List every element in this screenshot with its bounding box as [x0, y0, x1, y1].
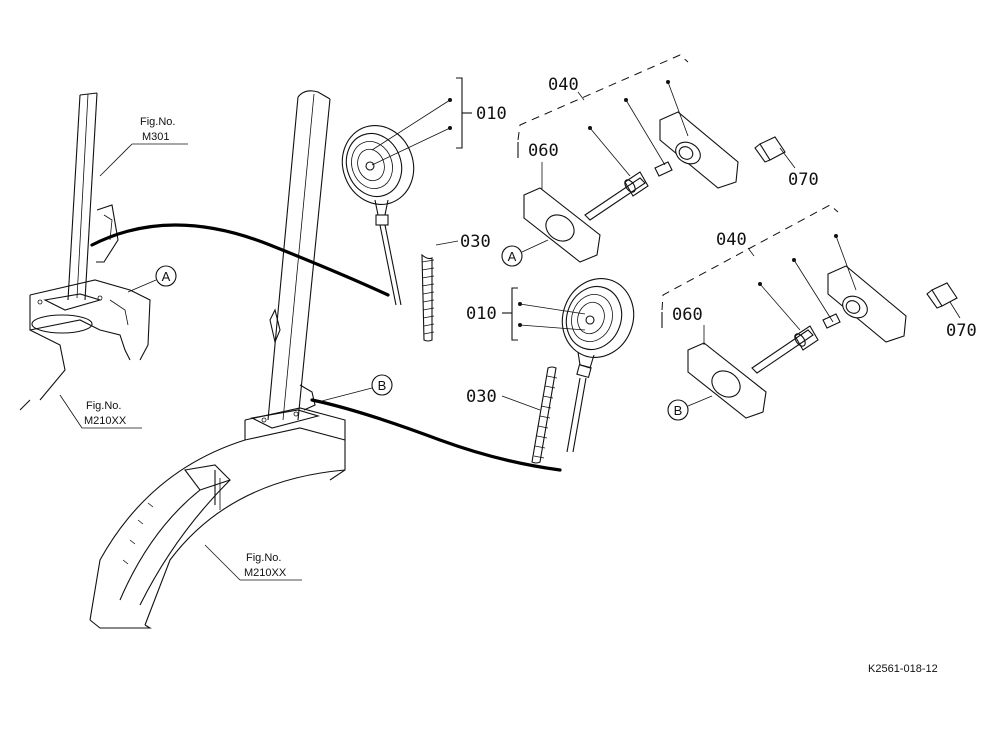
part-label-010-lower: 010: [466, 304, 497, 324]
lower-bracket-kit: [661, 204, 961, 419]
lower-lamp-leaders-010: [502, 287, 586, 341]
fig-ref-m301: [99, 143, 188, 177]
callout-b-frame: [317, 374, 393, 403]
drawing-code: K2561-018-12: [868, 663, 938, 675]
callout-b-plate-label: B: [674, 403, 683, 418]
part-label-070-upper: 070: [788, 170, 819, 190]
fig-ref-m210xx-center-number: M210XX: [244, 567, 287, 579]
fig-ref-m210xx-left-number: M210XX: [84, 415, 127, 427]
upper-spring-030: [421, 240, 459, 342]
part-label-040-lower: 040: [716, 230, 747, 250]
fig-ref-m301-number: M301: [142, 131, 170, 143]
part-label-010-upper: 010: [476, 104, 507, 124]
callout-a-plate-label: A: [508, 249, 517, 264]
part-label-060-lower: 060: [672, 305, 703, 325]
part-label-060-upper: 060: [528, 141, 559, 161]
part-label-030-lower: 030: [466, 387, 497, 407]
part-label-030-upper: 030: [460, 232, 491, 252]
upper-lamp-leaders-010: [371, 77, 472, 166]
center-fender: [89, 407, 346, 629]
part-label-040-upper: 040: [548, 75, 579, 95]
fig-ref-m210xx-center-label: Fig.No.: [246, 552, 281, 564]
left-frame-base: [19, 279, 151, 411]
fig-ref-m210xx-left: [59, 394, 142, 429]
fig-ref-m210xx-left-label: Fig.No.: [86, 400, 121, 412]
callout-a-frame: [127, 265, 177, 293]
lower-spring-030: [501, 366, 558, 464]
fig-ref-m301-label: Fig.No.: [140, 116, 175, 128]
cable-a: [90, 223, 390, 297]
upper-work-lamp: [341, 125, 415, 306]
fig-ref-m210xx-center: [204, 544, 302, 581]
callout-b-plate: [667, 395, 713, 421]
left-rops-post: [67, 92, 119, 301]
callout-a-plate: [501, 239, 549, 267]
part-label-070-lower: 070: [946, 321, 977, 341]
lower-work-lamp: [561, 278, 635, 453]
upper-bracket-kit: [517, 54, 796, 263]
cable-b: [310, 398, 562, 472]
callout-a-frame-label: A: [162, 269, 171, 284]
callout-b-frame-label: B: [378, 378, 387, 393]
